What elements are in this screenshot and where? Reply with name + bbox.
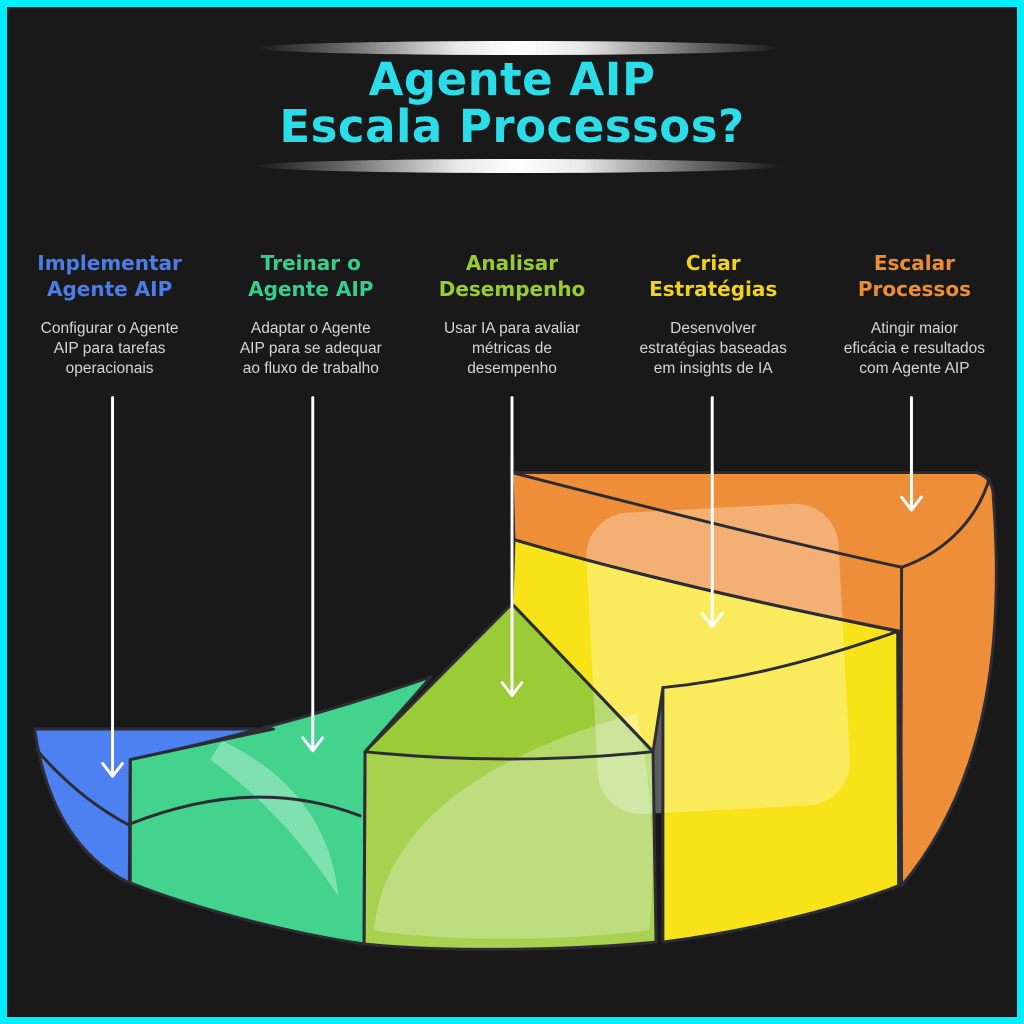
column-heading: Escalar Processos — [857, 251, 971, 302]
wedge-implementar — [34, 728, 274, 883]
column-implementar: Implementar Agente AIP Configurar o Agen… — [9, 250, 210, 379]
sheen-criar-escalar — [586, 503, 850, 815]
page-title-line2: Escala Processos? — [279, 99, 745, 153]
sheen-treinar — [210, 740, 339, 897]
arrow-implementar — [101, 396, 124, 778]
column-treinar: Treinar o Agente AIP Adaptar o Agente AI… — [210, 250, 411, 379]
pie-outlines — [33, 471, 998, 951]
wedge-criar — [512, 539, 899, 943]
sheen-analisar — [373, 713, 653, 939]
column-description: Usar IA para avaliar métricas de desempe… — [443, 319, 581, 378]
sheen-analisar-face — [365, 753, 656, 948]
page-title-line1: Agente AIP — [368, 53, 656, 106]
metallic-divider-top — [255, 41, 783, 55]
column-description: Atingir maior eficácia e resultados com … — [843, 319, 986, 378]
column-heading: Criar Estratégias — [649, 251, 778, 302]
wedge-analisar — [364, 603, 657, 950]
column-criar: Criar Estratégias Desenvolver estratégia… — [613, 250, 814, 379]
column-description: Desenvolver estratégias baseadas em insi… — [639, 319, 787, 378]
metallic-divider-bottom — [255, 159, 783, 173]
arrow-treinar — [301, 396, 325, 753]
column-heading: Treinar o Agente AIP — [248, 251, 374, 302]
arrow-escalar — [900, 396, 923, 512]
column-description: Adaptar o Agente AIP para se adequar ao … — [239, 319, 382, 378]
column-heading: Analisar Desempenho — [438, 251, 586, 302]
column-description: Configurar o Agente AIP para tarefas ope… — [40, 319, 179, 378]
column-heading: Implementar Agente AIP — [37, 251, 182, 302]
column-escalar: Escalar Processos Atingir maior eficácia… — [814, 250, 1015, 379]
arrow-criar — [700, 396, 724, 628]
column-analisar: Analisar Desempenho Usar IA para avaliar… — [411, 250, 612, 379]
step-columns: Implementar Agente AIP Configurar o Agen… — [9, 250, 1015, 379]
wedge-escalar — [512, 472, 997, 886]
arrow-analisar — [500, 396, 524, 697]
page-title: Agente AIP Escala Processos? — [7, 53, 1017, 153]
ascending-pie-chart — [33, 396, 998, 951]
